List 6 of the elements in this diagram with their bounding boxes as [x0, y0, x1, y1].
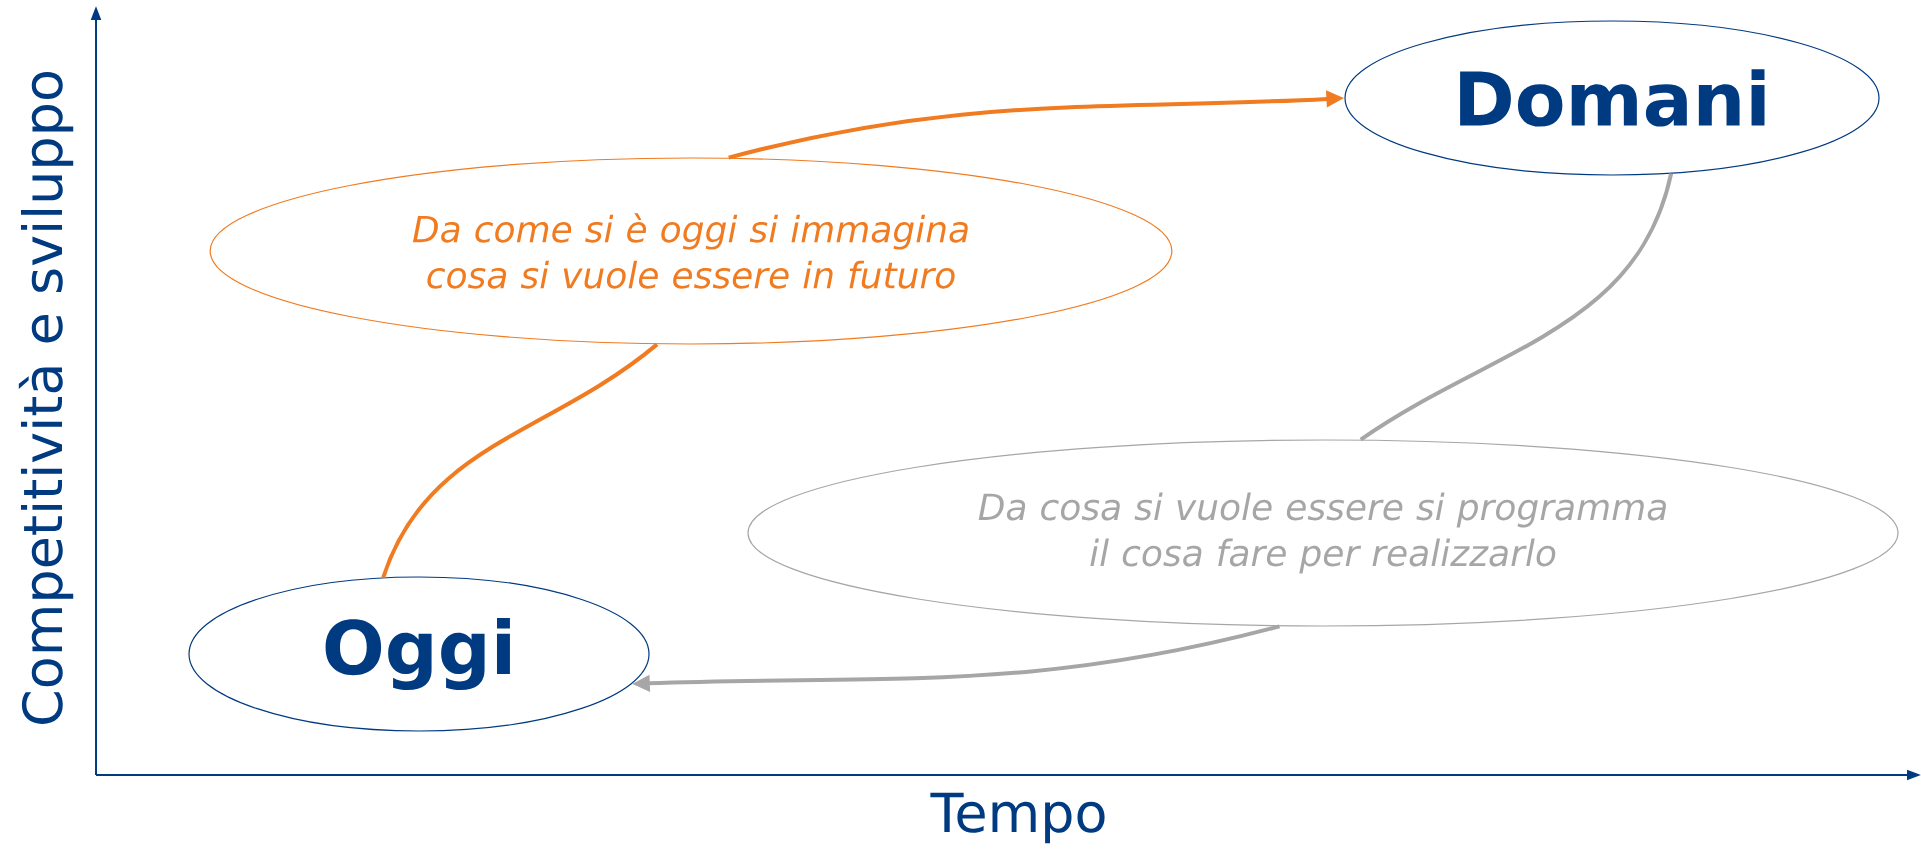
axis-label: Tempo	[930, 792, 1105, 844]
ellipse-node: Da come si è oggi si immagina cosa si vuole essere in futuro	[209, 157, 1173, 345]
axis-label: Competitività e sviluppo	[18, 71, 74, 724]
ellipse-node: Oggi	[188, 576, 650, 732]
ellipse-node: Domani	[1344, 20, 1880, 176]
ellipse-node: Da cosa si vuole essere si programma il cosa fare per realizzarlo	[747, 439, 1899, 627]
